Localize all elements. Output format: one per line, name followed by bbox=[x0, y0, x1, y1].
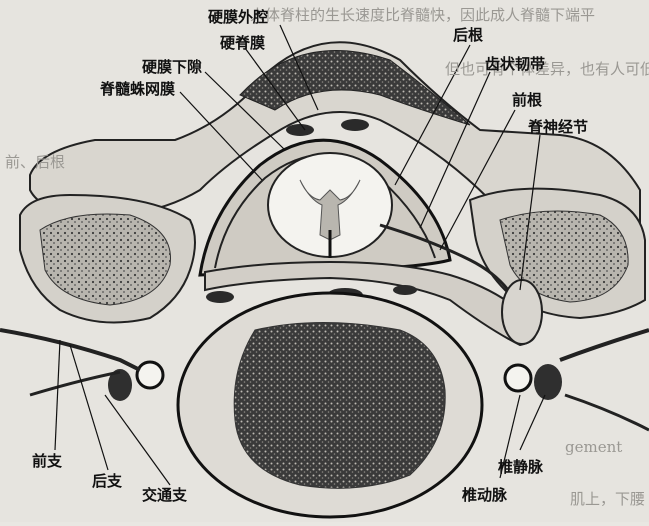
background-text: 肌上，下腰 bbox=[570, 492, 645, 507]
label-dura-mater: 硬脊膜 bbox=[220, 36, 265, 51]
background-text: gement bbox=[565, 440, 622, 455]
epidural-vein bbox=[393, 285, 417, 295]
label-posterior-ramus: 后支 bbox=[92, 474, 122, 489]
spinal-ganglion-shape bbox=[502, 280, 542, 344]
label-denticulate-ligament: 齿状韧带 bbox=[485, 57, 545, 72]
background-text: 人体脊柱的生长速度比脊髓快，因此成人脊髓下端平 bbox=[250, 8, 595, 23]
epidural-vein bbox=[286, 124, 314, 136]
label-arachnoid: 脊髓蛛网膜 bbox=[100, 82, 175, 97]
label-communicating-branch: 交通支 bbox=[142, 488, 187, 503]
label-spinal-ganglion: 脊神经节 bbox=[528, 120, 588, 135]
label-vertebral-artery: 椎动脉 bbox=[462, 488, 507, 503]
label-anterior-root: 前根 bbox=[512, 93, 542, 108]
label-anterior-ramus: 前支 bbox=[32, 454, 62, 469]
background-text: 前、后根 bbox=[5, 155, 65, 170]
right-vertebral-artery bbox=[505, 365, 531, 391]
epidural-vein bbox=[341, 119, 369, 131]
background-text: 但也可有个体差异，也有人可低 bbox=[445, 62, 649, 77]
vertebral-body-cancellous bbox=[234, 323, 445, 489]
label-posterior-root: 后根 bbox=[453, 28, 483, 43]
label-vertebral-vein: 椎静脉 bbox=[498, 460, 543, 475]
epidural-vein bbox=[206, 291, 234, 303]
label-epidural-space: 硬膜外腔 bbox=[208, 10, 268, 25]
vertebral-vein bbox=[534, 364, 562, 400]
left-vertebral-artery bbox=[137, 362, 163, 388]
label-subdural-space: 硬膜下隙 bbox=[142, 60, 202, 75]
